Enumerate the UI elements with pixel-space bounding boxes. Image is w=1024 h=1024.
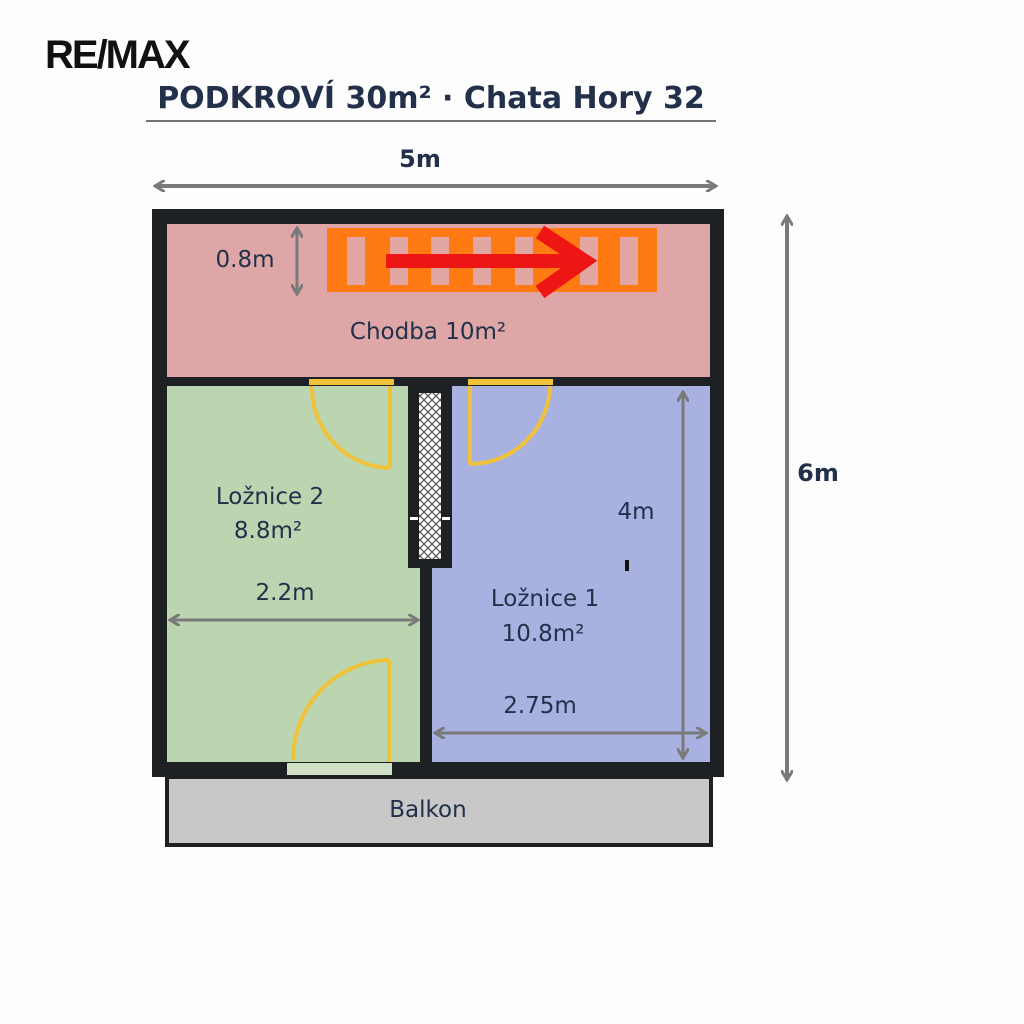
room-bedroom-1 (432, 386, 710, 762)
hallway-label: Chodba 10m² (350, 319, 506, 345)
door-balcony[interactable] (291, 658, 391, 762)
mark (625, 560, 629, 571)
room-bedroom-2 (167, 386, 420, 762)
total-width-label: 5m (399, 145, 441, 173)
bedroom-1-height-label: 4m (617, 499, 654, 525)
chimney-mark (410, 517, 418, 520)
bedroom-1-area: 10.8m² (502, 621, 585, 647)
door-bedroom-2[interactable] (309, 379, 394, 470)
chimney-mark (442, 517, 450, 520)
total-height-label: 6m (797, 459, 839, 487)
stairs-direction-arrow-icon (386, 225, 598, 299)
bedroom-1-width-label: 2.75m (503, 693, 577, 719)
stairs (327, 225, 657, 299)
chimney-hatch (419, 393, 441, 559)
bedroom-1-name: Ložnice 1 (491, 586, 599, 612)
page-title: PODKROVÍ 30m² · Chata Hory 32 (157, 80, 705, 116)
bedroom-2-area: 8.8m² (234, 518, 302, 544)
balcony-label: Balkon (389, 797, 466, 823)
door-bedroom-1[interactable] (468, 379, 553, 466)
remax-logo: RE/MAX (45, 33, 191, 77)
stairs-width-label: 0.8m (216, 247, 275, 273)
bedroom-2-width-label: 2.2m (256, 580, 315, 606)
room-balcony (165, 775, 713, 847)
balcony-threshold (287, 763, 392, 775)
bedroom-2-name: Ložnice 2 (216, 484, 324, 510)
